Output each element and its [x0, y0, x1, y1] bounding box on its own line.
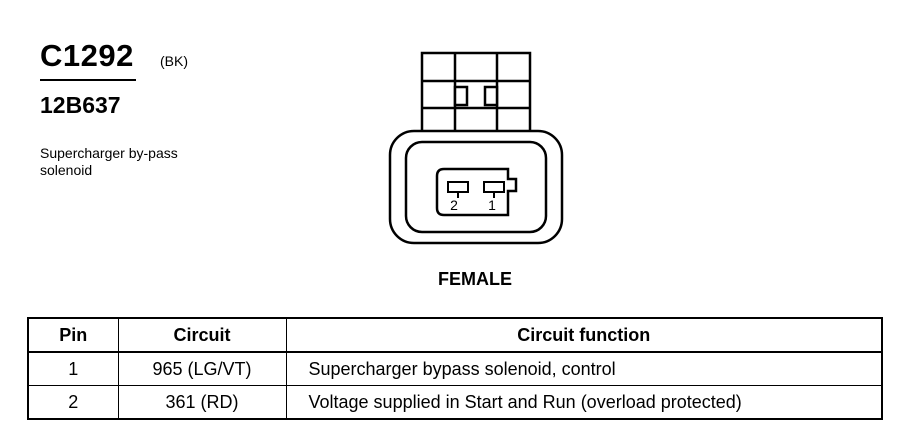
pin-cavity [435, 167, 518, 217]
table-header-row: Pin Circuit Circuit function [27, 317, 883, 353]
color-code: (BK) [160, 53, 188, 69]
table-row: 2 361 (RD) Voltage supplied in Start and… [27, 385, 883, 420]
header-pin: Pin [27, 317, 119, 353]
pin-label-2: 2 [450, 197, 458, 213]
connector-diagram: 2 1 [388, 51, 564, 245]
cell-function: Supercharger bypass solenoid, control [285, 351, 883, 386]
pin-label-1: 1 [488, 197, 496, 213]
connector-locking-tab [420, 51, 532, 137]
component-description: Supercharger by-pass solenoid [40, 145, 178, 178]
header-circuit-function: Circuit function [285, 317, 883, 353]
connector-id: C1292 [40, 38, 134, 73]
header-circuit: Circuit [117, 317, 287, 353]
title-rule [40, 79, 136, 81]
cell-circuit: 361 (RD) [117, 385, 287, 420]
part-number: 12B637 [40, 92, 121, 118]
cell-function: Voltage supplied in Start and Run (overl… [285, 385, 883, 420]
pin-table: Pin Circuit Circuit function 1 965 (LG/V… [27, 317, 883, 420]
cell-pin: 1 [27, 351, 119, 386]
cell-circuit: 965 (LG/VT) [117, 351, 287, 386]
table-row: 1 965 (LG/VT) Supercharger bypass soleno… [27, 351, 883, 386]
view-label: FEMALE [438, 269, 512, 289]
cell-pin: 2 [27, 385, 119, 420]
